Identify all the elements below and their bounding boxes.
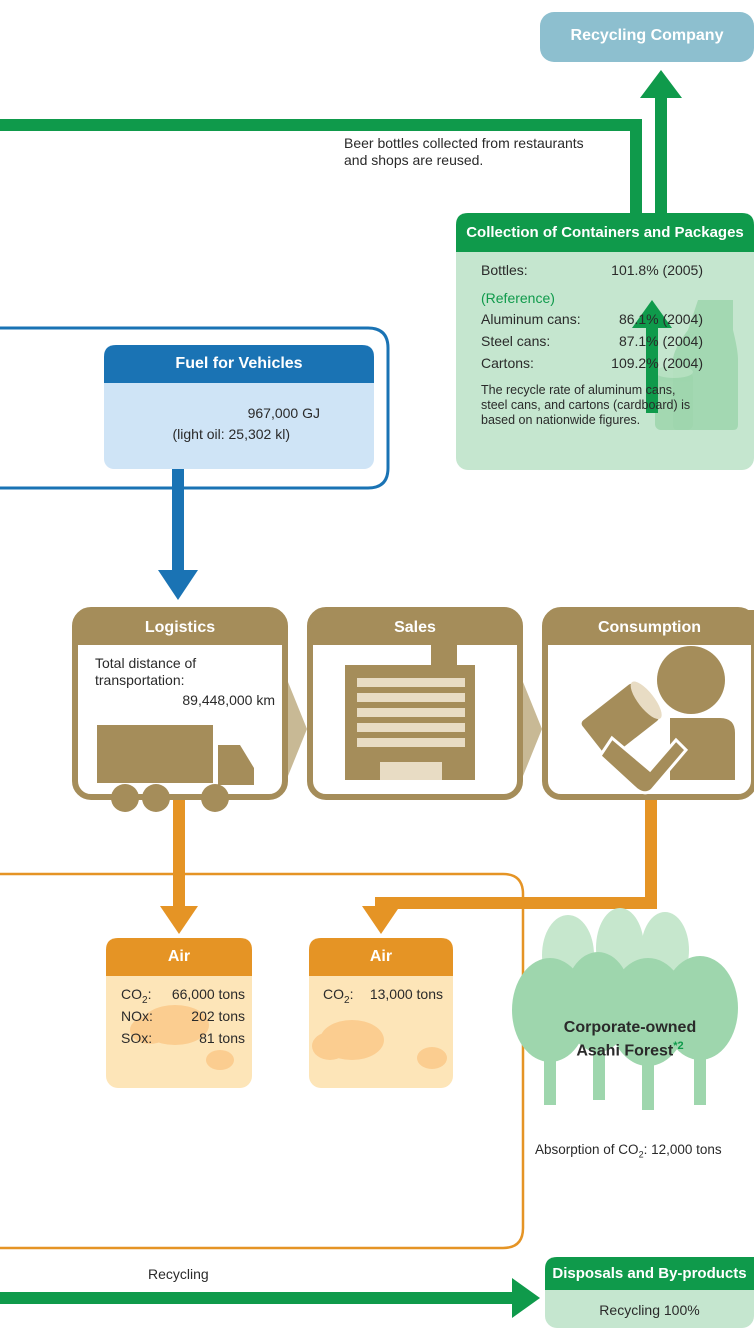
collection-header [456,213,754,252]
logistics-title: Logistics [144,619,216,636]
absorption-prefix: Absorption of CO [535,1142,639,1157]
forest-absorption: Absorption of CO2: 12,000 tons [535,1142,754,1160]
disposals-title: Disposals and By-products [552,1265,747,1282]
fuel-arrow-shaft [172,469,184,575]
fuel-frame [0,326,390,490]
collection-note-line-1: The recycle rate of aluminum cans, [481,383,676,397]
can-icon [655,366,693,430]
beer-note-line-2: and shops are reused. [344,152,484,168]
logistics-description: Total distance of transportation: [95,655,275,689]
fuel-value: 967,000 GJ [247,405,320,421]
logistics-air-arrow-shaft [173,800,185,912]
item-label: Cartons: [481,355,534,371]
bottles-label: Bottles: [481,262,528,278]
consumption-air-arrow-head [362,906,400,934]
collection-note-line-3: based on nationwide figures. [481,413,641,427]
collection-title: Collection of Containers and Packages [466,224,744,241]
air-cloud-1 [130,1005,234,1070]
collection-note: The recycle rate of aluminum cans, steel… [481,383,731,428]
logistics-line-2: transportation: [95,672,185,688]
recycling-company-box [540,12,754,62]
co2-subscript: 2 [344,994,350,1006]
sox-label: SOx: [121,1030,153,1046]
forest-trees-icon [512,908,738,1110]
store-icon [345,642,475,780]
air-cloud-2 [312,1020,447,1069]
reference-label: (Reference) [481,290,555,306]
consumption-air-flow [375,800,657,911]
disposals-value: Recycling 100% [599,1302,700,1318]
collection-note-line-2: steel cans, and cartons (cardboard) is [481,398,691,412]
sales-to-consumption-chevron [523,682,542,776]
logistics-line-1: Total distance of [95,655,197,671]
beer-bottle-note: Beer bottles collected from restaurants … [344,135,644,169]
logistics-air-arrow-head [160,906,198,934]
item-value: 86.1% (2004) [618,311,703,327]
fuel-light-oil: (light oil: 25,302 kl) [172,426,290,442]
co2-label: CO [121,986,142,1002]
sox-value: 81 tons [199,1030,245,1046]
co2-subscript: 2 [142,994,148,1006]
consumption-title: Consumption [597,619,702,636]
nox-label: NOx: [121,1008,153,1024]
co2-label: CO [323,986,344,1002]
forest-label: Corporate-owned Asahi Forest*2 [530,1018,730,1060]
air-1-title: Air [167,948,191,965]
arrow-to-collection-shaft [646,318,658,413]
truck-icon [97,725,254,812]
item-label: Steel cans: [481,333,551,349]
person-drinking-icon [581,646,735,795]
forest-line-2: Asahi Forest [576,1042,674,1060]
air-frame [0,872,525,1250]
reuse-flow-arrow [0,119,642,215]
forest-footnote: *2 [673,1040,684,1052]
forest-line-1: Corporate-owned [563,1019,697,1036]
fuel-header [104,345,374,383]
item-label: Aluminum cans: [481,311,581,327]
recycling-arrow-head [512,1278,540,1318]
co2-value: 66,000 tons [171,986,245,1002]
logistics-to-sales-chevron [288,682,307,776]
logistics-distance-value: 89,448,000 km [182,692,275,708]
arrow-to-recycling-company-shaft [655,90,667,215]
co2-colon: : [147,986,152,1002]
recycling-label: Recycling [148,1266,209,1282]
absorption-subscript: 2 [638,1149,644,1160]
sales-title: Sales [394,619,436,636]
fuel-arrow-head [158,570,198,600]
air-2-title: Air [369,948,393,965]
absorption-value: : 12,000 tons [643,1142,722,1157]
recycling-company-label: Recycling Company [570,27,724,44]
bottles-value: 101.8% (2005) [611,262,703,278]
item-value: 87.1% (2004) [618,333,703,349]
arrow-to-collection-head [632,300,672,328]
beer-note-line-1: Beer bottles collected from restaurants [344,135,584,151]
item-value: 109.2% (2004) [611,355,703,371]
co2-value: 13,000 tons [369,986,443,1002]
co2-colon: : [349,986,354,1002]
nox-value: 202 tons [191,1008,245,1024]
fuel-title: Fuel for Vehicles [175,355,303,372]
arrow-to-recycling-company-head [640,70,682,98]
recycling-arrow-shaft [0,1292,515,1304]
